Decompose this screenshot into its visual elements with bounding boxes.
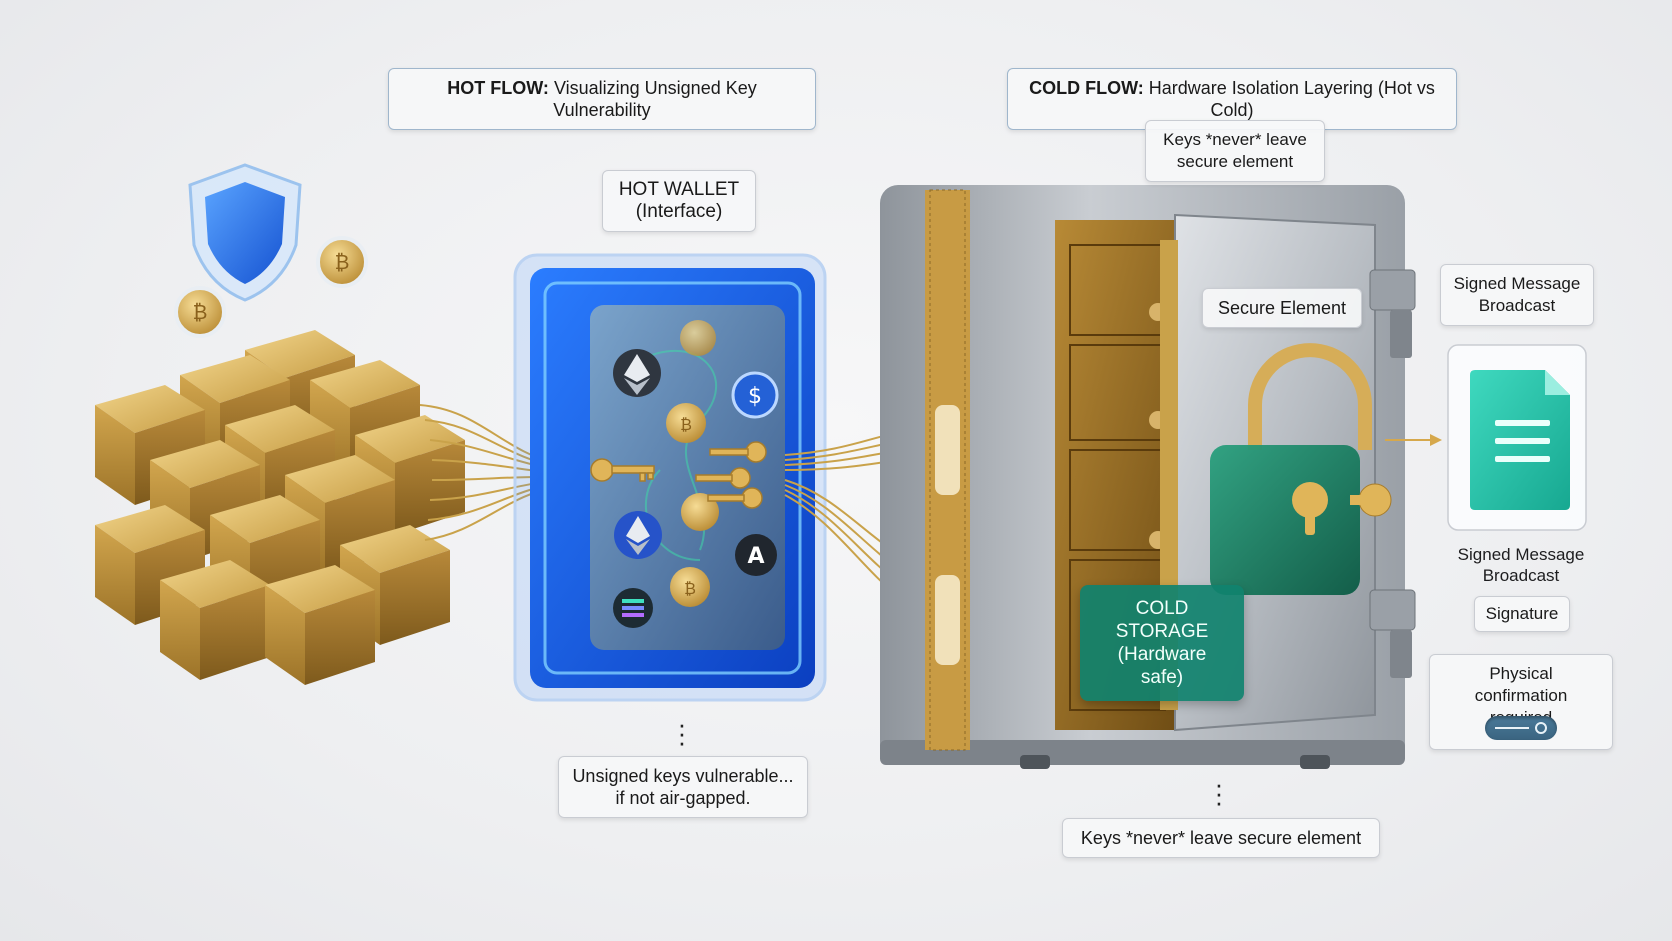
svg-text:$: $ [748, 384, 762, 409]
keys-never-leave-label-bottom: Keys *never* leave secure element [1062, 818, 1380, 858]
hot-wallet-device: $ ₿ ₿ A [513, 253, 827, 702]
dots-connector-left: ··· [677, 709, 687, 757]
bitcoin-coin-icon: ₿ [316, 236, 368, 288]
cold-flow-title: COLD FLOW: Hardware Isolation Layering (… [1007, 68, 1457, 130]
algorand-icon: A [735, 534, 777, 576]
usdc-icon: $ [731, 371, 779, 419]
gold-cube-cluster [95, 330, 465, 685]
toggle-knob-icon [1535, 722, 1547, 734]
signature-label: Signature [1474, 596, 1570, 632]
dots-connector-right: ··· [1214, 769, 1224, 817]
svg-text:₿: ₿ [335, 250, 350, 274]
bitcoin-coin-icon: ₿ ₿ [666, 320, 719, 607]
ethereum-icon [613, 349, 661, 397]
svg-text:A: A [747, 544, 764, 569]
hot-flow-prefix: HOT FLOW: [447, 78, 549, 98]
arrow-icon [1385, 434, 1442, 446]
svg-text:₿: ₿ [193, 300, 208, 324]
hot-wallet-label: HOT WALLET (Interface) [602, 170, 756, 232]
cold-storage-label: COLD STORAGE (Hardware safe) [1080, 585, 1244, 701]
cold-flow-prefix: COLD FLOW: [1029, 78, 1144, 98]
svg-text:₿: ₿ [684, 579, 696, 598]
signed-message-label-top: Signed Message Broadcast [1440, 264, 1594, 326]
hot-flow-text: Visualizing Unsigned Key Vulnerability [553, 78, 757, 120]
svg-text:₿: ₿ [680, 415, 692, 434]
hot-flow-title: HOT FLOW: Visualizing Unsigned Key Vulne… [388, 68, 816, 130]
secure-element-label: Secure Element [1202, 288, 1362, 328]
document-icon [1447, 344, 1587, 531]
bitcoin-coin-icon: ₿ [174, 286, 226, 338]
keys-never-leave-label-top: Keys *never* leave secure element [1145, 120, 1325, 182]
solana-icon [613, 588, 653, 628]
confirmation-toggle[interactable] [1485, 716, 1557, 740]
ethereum-icon [614, 511, 662, 559]
signed-message-label-bottom: Signed Message Broadcast [1457, 545, 1585, 585]
shield-icon [188, 163, 302, 302]
toggle-track-icon [1495, 727, 1529, 729]
cold-flow-text: Hardware Isolation Layering (Hot vs Cold… [1148, 78, 1435, 120]
padlock-icon [1210, 343, 1392, 595]
key-icon [590, 441, 767, 509]
unsigned-keys-label: Unsigned keys vulnerable... if not air-g… [558, 756, 808, 818]
